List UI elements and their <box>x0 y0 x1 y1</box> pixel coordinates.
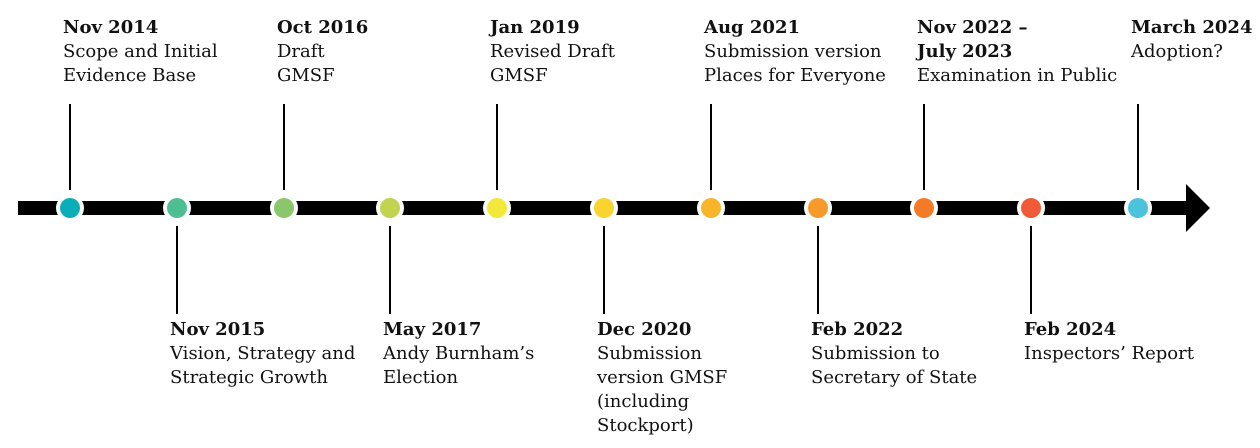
event-description: Examination in Public <box>917 65 1118 86</box>
event-connector <box>710 104 712 190</box>
event-connector <box>69 104 71 190</box>
event-marker <box>1128 198 1148 218</box>
event-connector <box>603 226 605 314</box>
event-description: Andy Burnham’s Election <box>383 343 535 388</box>
event-marker <box>914 198 934 218</box>
event-date: March 2024 <box>1131 17 1253 38</box>
event-marker <box>274 198 294 218</box>
event-date: Nov 2022 – July 2023 <box>917 17 1028 62</box>
event-connector <box>176 226 178 314</box>
event-marker <box>594 198 614 218</box>
event-connector <box>1030 226 1032 314</box>
event-description: Scope and Initial Evidence Base <box>63 41 218 86</box>
event-date: Jan 2019 <box>490 17 580 38</box>
event-marker <box>487 198 507 218</box>
event-date: Oct 2016 <box>277 17 369 38</box>
event-marker <box>808 198 828 218</box>
event-description: Submission to Secretary of State <box>811 343 978 388</box>
event-marker <box>60 198 80 218</box>
event-date: May 2017 <box>383 319 482 340</box>
event-marker <box>1021 198 1041 218</box>
event-description: Adoption? <box>1131 41 1223 62</box>
event-date: Dec 2020 <box>597 319 692 340</box>
event-marker <box>167 198 187 218</box>
event-date: Feb 2022 <box>811 319 904 340</box>
event-description: Revised Draft GMSF <box>490 41 615 86</box>
event-connector <box>923 104 925 190</box>
event-description: Submission version GMSF (including Stock… <box>597 343 728 436</box>
event-description: Vision, Strategy and Strategic Growth <box>170 343 356 388</box>
event-description: Submission version Places for Everyone <box>704 41 886 86</box>
event-connector <box>283 104 285 190</box>
event-description: Draft GMSF <box>277 41 335 86</box>
event-marker <box>380 198 400 218</box>
event-date: Nov 2014 <box>63 17 159 38</box>
event-marker <box>701 198 721 218</box>
event-date: Nov 2015 <box>170 319 266 340</box>
event-connector <box>389 226 391 314</box>
event-connector <box>496 104 498 190</box>
event-connector <box>1137 104 1139 190</box>
event-date: Aug 2021 <box>704 17 801 38</box>
event-description: Inspectors’ Report <box>1024 343 1194 364</box>
event-connector <box>817 226 819 314</box>
event-date: Feb 2024 <box>1024 319 1117 340</box>
timeline-arrowhead <box>1186 184 1210 232</box>
